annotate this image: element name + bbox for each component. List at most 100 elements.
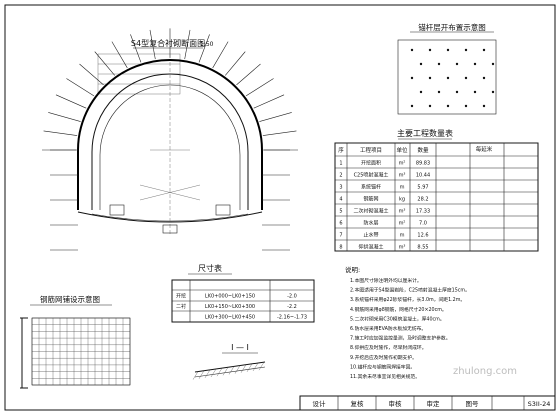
anchor-point — [491, 62, 495, 66]
title-sheet-no: S3II-24 — [528, 400, 551, 408]
quantity-table-cell: 止水带 — [363, 232, 378, 239]
quantity-table-cell: m³ — [399, 209, 406, 215]
quantity-table-cell: 2 — [339, 173, 342, 179]
rock-bolt — [149, 29, 156, 60]
drain-pipe — [162, 224, 178, 234]
tunnel-section: S4型复合衬砌断面图 1:50 — [42, 28, 298, 251]
anchor-point — [428, 48, 432, 52]
note-line: 5.二次衬砌采用C30模筑混凝土，厚40cm。 — [350, 315, 445, 322]
clearance-line — [99, 84, 241, 210]
note-line: 1.本图尺寸除注明外均以厘米计。 — [350, 277, 422, 284]
quantity-table-cell: 仰拱混凝土 — [358, 244, 383, 251]
quantity-table-cell: m³ — [399, 173, 406, 179]
quantity-table-cell: 开挖面积 — [361, 160, 381, 167]
anchor-layout: 锚杆层开布置示意图 — [397, 22, 497, 115]
anchor-point — [446, 104, 450, 108]
hatch-line — [198, 370, 205, 379]
quantity-table-cell: 二次衬砌混凝土 — [353, 208, 388, 215]
cable-trench-left — [109, 204, 125, 216]
dimension-table-cell: LK0+300~LK0+450 — [205, 315, 255, 321]
anchor-point — [464, 104, 468, 108]
steel-mesh — [31, 317, 131, 386]
quantity-table-cell: 系统锚杆 — [361, 184, 381, 191]
quantity-table-cell: 89.83 — [416, 161, 430, 167]
title-approve: 审核 — [389, 399, 403, 408]
anchor-point — [482, 48, 486, 52]
rock-bolt — [43, 130, 78, 136]
quantity-table-cell: 17.33 — [416, 209, 430, 215]
cable-trench-right — [215, 204, 231, 216]
notes-title: 说明: — [345, 265, 360, 274]
anchor-point — [464, 76, 468, 80]
title-final: 审定 — [427, 399, 441, 408]
quantity-table-cell: 28.2 — [417, 197, 428, 203]
anchor-point — [446, 76, 450, 80]
notes: 说明: 1.本图尺寸除注明外均以厘米计。2.本图适用于S4型围岩段，C25喷射混… — [345, 265, 470, 380]
rock-bolt — [130, 34, 142, 63]
hatch-line — [246, 363, 253, 372]
hatch-line — [192, 371, 199, 380]
anchor-point — [410, 104, 414, 108]
quantity-table-cell: 7.0 — [419, 221, 427, 227]
mesh-frame — [31, 317, 131, 386]
rock-bolt — [66, 78, 95, 97]
rock-bolt — [212, 41, 229, 69]
quantity-table-cell: 5.97 — [417, 185, 428, 191]
section-profile — [194, 361, 266, 373]
rock-bolt — [79, 63, 104, 86]
anchor-point — [473, 90, 477, 94]
outer-lining — [77, 59, 263, 210]
rock-bolt — [253, 94, 285, 109]
note-line: 4.钢筋网采用φ8钢筋，网格尺寸20×20cm。 — [350, 306, 447, 313]
title-design: 设计 — [313, 399, 327, 408]
note-line: 7.施工时应加强监控量测，及时调整支护参数。 — [350, 335, 451, 342]
anchor-point — [410, 76, 414, 80]
section-hatch — [192, 362, 265, 380]
note-line: 11.其余未尽事宜详见相关规范。 — [350, 373, 420, 380]
quantity-table-header: 工程项目 — [360, 146, 382, 154]
dimension-table-cell: -2.0 — [287, 294, 297, 300]
rock-bolt — [259, 112, 292, 122]
rock-bolt — [55, 94, 87, 109]
dimension-table-cell: 二衬 — [176, 303, 186, 310]
rock-bolt — [236, 63, 261, 86]
title-block: 设计 复核 审核 审定 图号 S3II-24 — [299, 395, 556, 411]
quantity-table-cell: 8 — [339, 245, 342, 251]
section-title: S4型复合衬砌断面图 — [131, 38, 205, 48]
hatch-line — [210, 368, 217, 378]
quantity-table-cell: m — [400, 185, 405, 191]
mesh-title: 钢筋网铺设示意图 — [40, 294, 100, 304]
quantity-table-cell: 8.55 — [417, 245, 428, 251]
quantity-table-header: 数量 — [417, 146, 429, 154]
hatch-line — [204, 369, 211, 378]
note-line: 3.系统锚杆采用φ22砂浆锚杆，长3.0m，间距1.2m。 — [350, 296, 465, 303]
note-line: 8.仰拱应及时施作，尽早封闭成环。 — [350, 344, 427, 351]
title-block-frame — [299, 395, 556, 411]
hatch-line — [258, 362, 265, 371]
rock-bolts — [42, 28, 298, 251]
quantity-table-cell: 1 — [339, 161, 342, 167]
watermark: zhulong.com — [453, 366, 517, 377]
quantity-table-cell: 防水层 — [363, 220, 378, 227]
section-i-i: I — I — [192, 343, 266, 380]
dimension-table-cell: LK0+150~LK0+300 — [205, 304, 255, 310]
hatch-line — [240, 364, 247, 373]
title-review: 复核 — [351, 399, 365, 408]
note-line: 9.开挖后应及时施作初期支护。 — [350, 354, 417, 361]
quantity-table-header: 序 — [338, 146, 344, 154]
anchor-point — [428, 76, 432, 80]
anchor-point — [446, 48, 450, 52]
quantity-table-cell: m — [400, 233, 405, 239]
dimension-table-cell: -2.2 — [287, 304, 297, 310]
section-scale: 1:50 — [200, 41, 214, 48]
anchor-point — [455, 90, 459, 94]
dimension-table-grid — [172, 280, 314, 322]
section-mark: I — I — [231, 343, 249, 352]
rock-bolt — [184, 29, 191, 60]
quantity-table-cell: 4 — [339, 197, 342, 203]
quantity-table-cell: 钢筋网 — [363, 196, 378, 203]
